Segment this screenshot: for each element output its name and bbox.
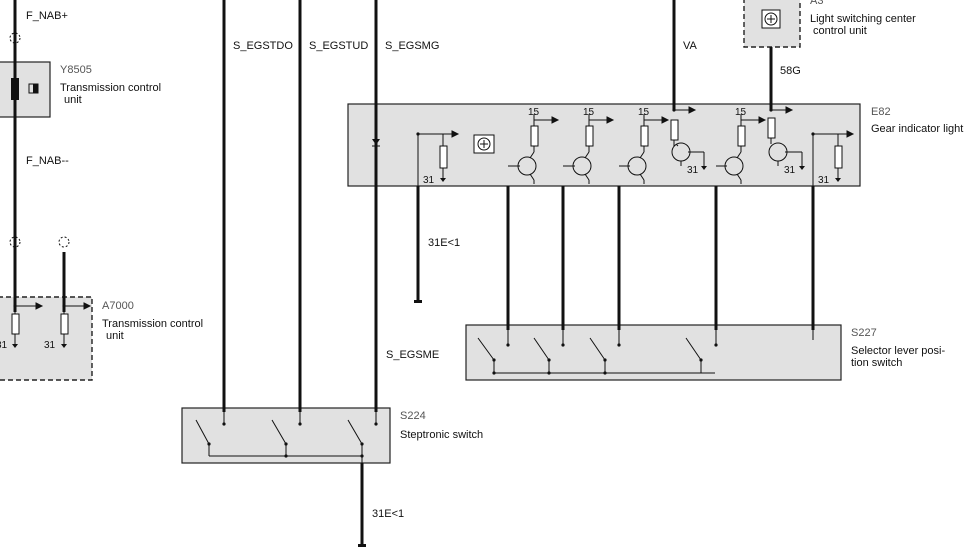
a7000-id: A7000 <box>102 300 134 312</box>
e82-internals <box>372 106 855 186</box>
ground-label-s224: 31E<1 <box>372 508 404 520</box>
a7000-name-1: Transmission control <box>102 318 203 330</box>
signal-s-egsmg: S_EGSMG <box>385 40 439 52</box>
e82-terminal-31-58g: 31 <box>784 165 796 176</box>
s227-name-1: Selector lever posi- <box>851 345 945 357</box>
y8505-name-2: unit <box>64 94 82 106</box>
lamp-icon <box>761 9 781 29</box>
e82-name: Gear indicator light <box>871 123 963 135</box>
e82-terminal-15-3: 15 <box>638 107 650 118</box>
a3-id: A3 <box>810 0 823 7</box>
a7000-terminal-31-left: 31 <box>0 340 8 351</box>
a7000-internals <box>11 302 92 344</box>
e82-terminal-31-va: 31 <box>687 165 699 176</box>
wires <box>13 0 815 544</box>
signal-58g: 58G <box>780 65 801 77</box>
e82-terminal-15-1: 15 <box>528 107 540 118</box>
signal-s-egstud: S_EGSTUD <box>309 40 368 52</box>
ground-symbols <box>358 300 422 547</box>
y8505-valve-icon <box>11 78 39 100</box>
e82-terminal-15-2: 15 <box>583 107 595 118</box>
a7000-terminal-31-right: 31 <box>44 340 56 351</box>
signal-va: VA <box>683 40 698 52</box>
e82-id: E82 <box>871 106 891 118</box>
e82-terminal-15-4: 15 <box>735 107 747 118</box>
s227-box[interactable] <box>465 324 842 381</box>
signal-s-egstdo: S_EGSTDO <box>233 40 293 52</box>
signal-f-nab-plus: F_NAB+ <box>26 10 68 22</box>
signal-s-egsme: S_EGSME <box>386 349 439 361</box>
y8505-name-1: Transmission control <box>60 82 161 94</box>
a7000-name-2: unit <box>106 330 124 342</box>
a3-name-2: control unit <box>813 25 867 37</box>
ground-label-e82: 31E<1 <box>428 237 460 249</box>
signal-f-nab-minus: F_NAB-- <box>26 155 69 167</box>
y8505-box[interactable] <box>0 61 51 118</box>
e82-terminal-31-right: 31 <box>818 175 830 186</box>
e82-terminal-31-left: 31 <box>423 175 435 186</box>
y8505-id: Y8505 <box>60 64 92 76</box>
s224-id: S224 <box>400 410 426 422</box>
s227-id: S227 <box>851 327 877 339</box>
s224-name: Steptronic switch <box>400 429 483 441</box>
a3-name-1: Light switching center <box>810 13 916 25</box>
plug-stubs <box>9 32 70 248</box>
s227-name-2: tion switch <box>851 357 902 369</box>
